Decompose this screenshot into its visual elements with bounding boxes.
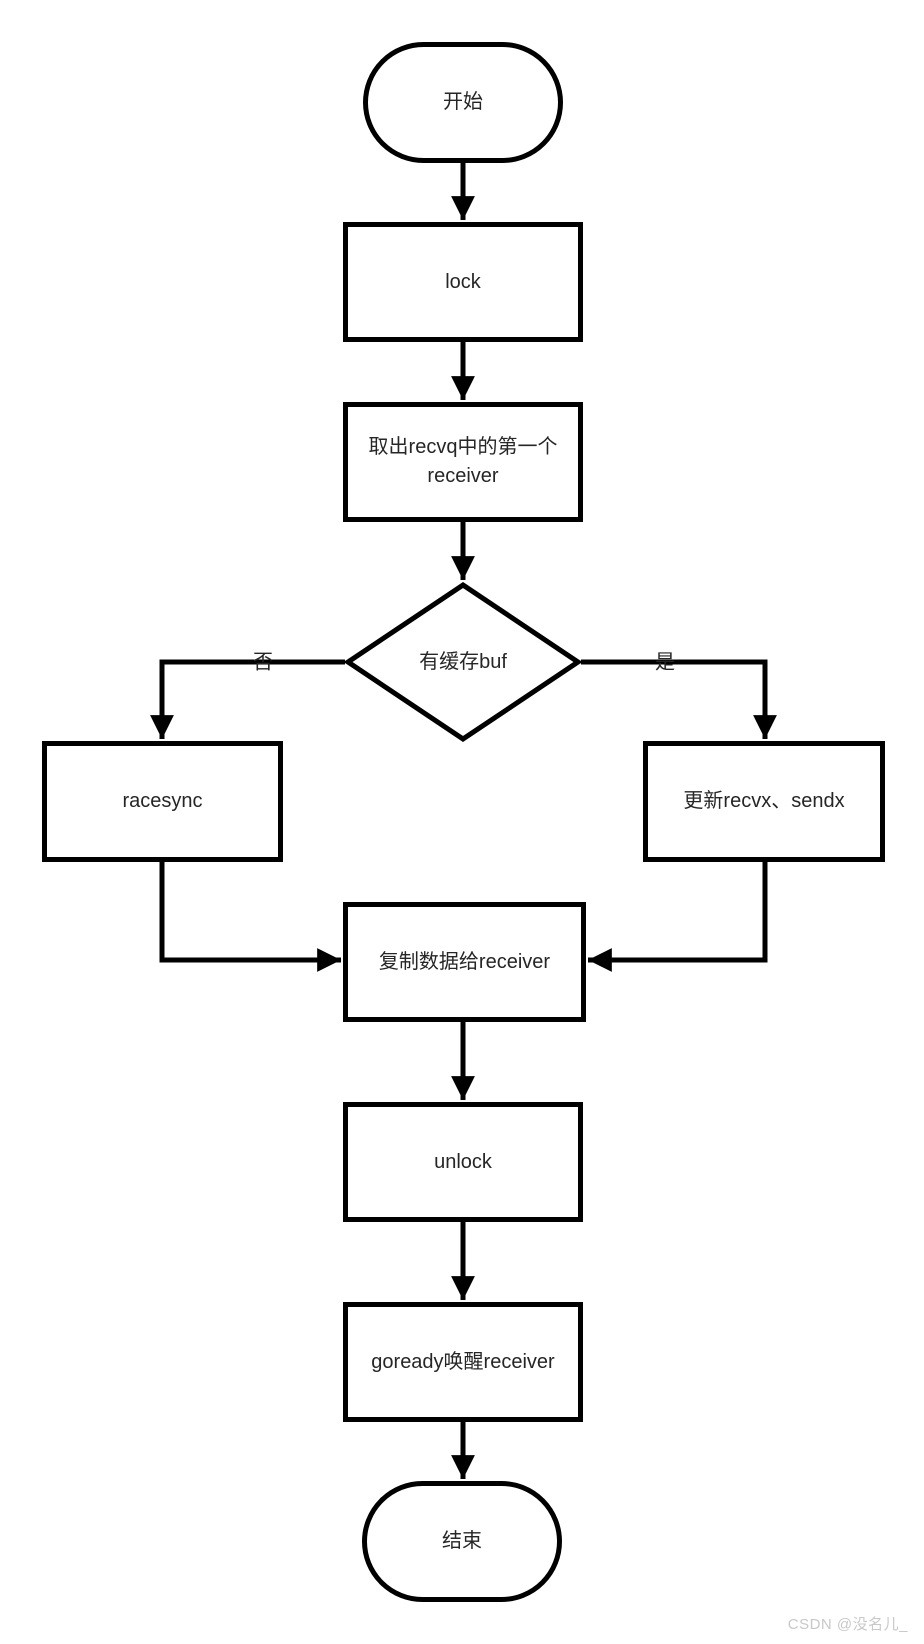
- edge-label-yes: 是: [655, 651, 675, 674]
- lock-node-label: lock: [445, 270, 481, 293]
- connector-decision-yes-to-update: [581, 659, 777, 739]
- extract-receiver-node-label: 取出recvq中的第一个receiver: [368, 436, 558, 487]
- watermark: CSDN @没名儿_: [787, 1616, 908, 1633]
- connector-racesync-to-copy: [159, 862, 341, 972]
- has-buffer-decision-label: 有缓存buf: [419, 650, 507, 673]
- update-recvx-sendx-node: 更新recvx、sendx: [643, 741, 885, 862]
- end-node-label: 结束: [442, 1530, 482, 1552]
- racesync-node-label: racesync: [122, 790, 203, 812]
- unlock-node: unlock: [343, 1102, 583, 1222]
- goready-node-label: goready唤醒receiver: [371, 1350, 555, 1373]
- diamond-shape: [345, 582, 581, 742]
- start-node: 开始: [363, 42, 563, 163]
- has-buffer-decision: 有缓存buf: [345, 582, 581, 742]
- copy-data-node-label: 复制数据给receiver: [378, 950, 551, 973]
- connector-decision-no-to-racesync: [150, 659, 345, 739]
- edge-label-no: 否: [253, 651, 273, 674]
- connector-update-to-copy: [588, 862, 768, 972]
- end-node: 结束: [362, 1481, 562, 1602]
- lock-node: lock: [343, 222, 583, 342]
- unlock-node-label: unlock: [434, 1150, 492, 1173]
- start-node-label: 开始: [443, 91, 483, 113]
- update-recvx-sendx-node-label: 更新recvx、sendx: [683, 790, 845, 812]
- copy-data-node: 复制数据给receiver: [343, 902, 586, 1022]
- goready-node: goready唤醒receiver: [343, 1302, 583, 1422]
- racesync-node: racesync: [42, 741, 283, 862]
- extract-receiver-node: 取出recvq中的第一个receiver: [343, 402, 583, 522]
